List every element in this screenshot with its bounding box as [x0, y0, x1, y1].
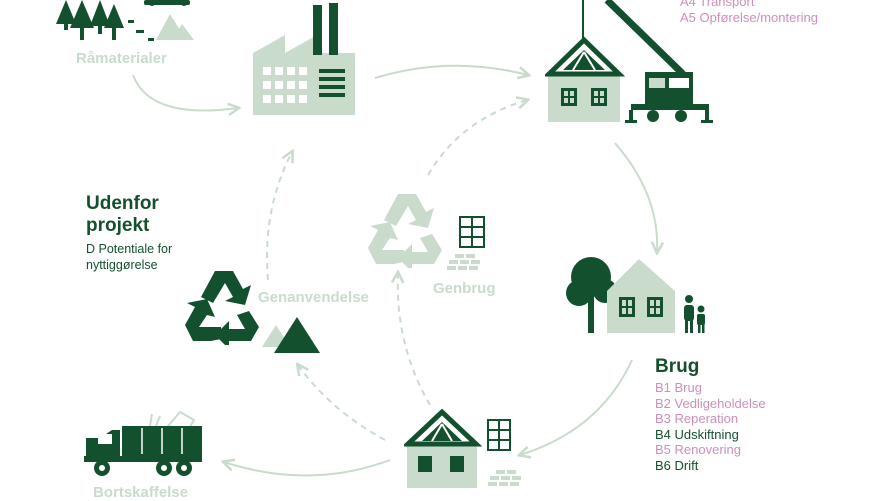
recycle-icon [185, 271, 259, 345]
reuse-label: Genbrug [433, 280, 496, 297]
house-crane-icon [545, 0, 713, 123]
house-end-icon [404, 408, 521, 488]
house-family-icon [566, 257, 705, 333]
outside-desc-line1: D Potentiale for [86, 242, 173, 256]
arrow-reuse-to-construction [427, 100, 527, 176]
window-icon [459, 216, 485, 248]
disposal-label: Bortskaffelse [93, 484, 189, 501]
use-item-b5: B5 Renovering [655, 442, 741, 457]
a-item-construction: A5 Opførelse/montering [680, 9, 819, 25]
outside-desc-line2: nyttiggørelse [86, 258, 158, 272]
forest-icon [56, 0, 194, 41]
recycling-label: Genanvendelse [258, 289, 369, 306]
arrow-end-to-reuse [398, 273, 431, 406]
arrow-use-to-end [520, 359, 633, 455]
arrow-end-to-disposal [224, 460, 391, 477]
arrow-end-to-recycling [298, 365, 386, 441]
bricks-icon [447, 254, 480, 270]
use-item-b6: B6 Drift [655, 457, 699, 473]
use-item-b1: B1 Brug [655, 380, 702, 395]
arrow-recycling-to-factory [266, 152, 292, 281]
raw-materials-label: Råmaterialer [76, 50, 167, 67]
use-item-b4: B4 Udskiftning [655, 426, 739, 442]
use-block: Brug B1 Brug B2 Vedligeholdelse B3 Reper… [655, 356, 766, 473]
use-title: Brug [655, 356, 700, 377]
arrow-factory-to-construction [374, 64, 528, 78]
outside-title-line2: projekt [86, 215, 150, 236]
outside-title-line1: Udenfor [86, 193, 159, 214]
truck-icon [84, 410, 202, 476]
arrow-raw-to-factory [132, 74, 238, 111]
arrow-construction-to-use [614, 142, 657, 252]
a-items: A4 Transport A5 Opførelse/montering [680, 0, 818, 25]
a-item-transport: A4 Transport [680, 0, 755, 9]
use-item-b3: B3 Reperation [655, 411, 739, 426]
use-item-b2: B2 Vedligeholdelse [655, 395, 766, 411]
outside-project-block: Udenfor projekt D Potentiale for nyttigg… [86, 193, 172, 273]
triangle-icon [262, 317, 320, 353]
recycle-icon [368, 194, 442, 268]
factory-icon [253, 3, 355, 115]
